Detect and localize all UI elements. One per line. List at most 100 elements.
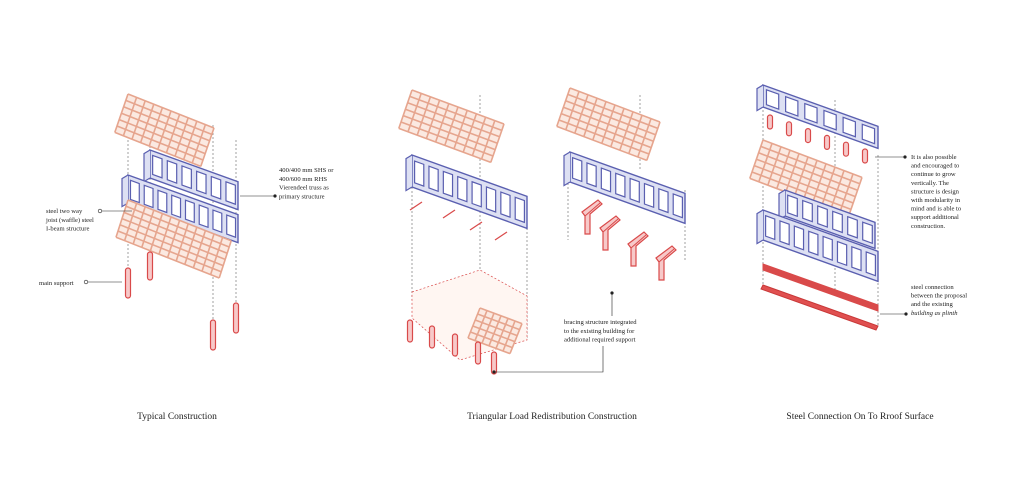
support-column	[209, 319, 217, 351]
joist	[563, 106, 654, 142]
truss-opening	[785, 95, 799, 117]
joist	[402, 114, 496, 151]
truss-opening	[643, 182, 655, 209]
truss-opening	[129, 179, 140, 204]
joist	[470, 331, 513, 349]
joist	[127, 199, 232, 242]
caption-steel-connection: Steel Connection On To Rroof Surface	[786, 411, 933, 422]
bracing-bracket	[599, 215, 621, 251]
plinth-beam	[762, 263, 879, 312]
truss-opening	[672, 193, 684, 219]
truss-opening	[817, 205, 828, 228]
truss-opening	[787, 194, 798, 218]
support-stub	[469, 221, 483, 231]
truss-opening	[184, 199, 195, 224]
truss-opening	[181, 165, 192, 190]
joist	[502, 320, 516, 352]
joist	[467, 337, 511, 355]
leader-dot	[83, 279, 89, 285]
truss-opening	[428, 165, 439, 193]
truss-opening	[457, 175, 468, 203]
annotation-plinth: steel connection between the proposal an…	[911, 284, 969, 317]
truss-opening	[793, 225, 805, 251]
joist	[509, 323, 523, 354]
truss-opening	[779, 220, 790, 246]
truss-opening	[615, 172, 626, 198]
truss-frame	[762, 84, 879, 150]
truss-opening	[226, 214, 237, 239]
truss-opening	[198, 204, 209, 229]
plinth-beam	[760, 263, 879, 331]
joist	[753, 164, 854, 204]
caption-triangular: Triangular Load Redistribution Construct…	[467, 412, 637, 422]
truss-edge	[756, 209, 764, 245]
joist	[118, 118, 206, 155]
joist	[558, 119, 650, 155]
truss-opening	[212, 209, 223, 234]
joist	[121, 112, 208, 148]
joist	[407, 102, 500, 138]
truss-opening	[764, 214, 776, 241]
annotation-main-support: main support	[39, 280, 74, 287]
support-stub	[409, 201, 423, 211]
bracing-bracket	[655, 245, 677, 281]
bracing-strut	[658, 248, 675, 263]
projection-lines	[762, 100, 879, 325]
support-column	[804, 128, 812, 144]
bracing-strut	[584, 202, 601, 217]
joist	[474, 310, 488, 341]
joist	[405, 108, 498, 144]
truss-opening	[485, 186, 497, 213]
truss-opening	[658, 187, 669, 214]
truss-opening	[143, 184, 154, 209]
bracing-structure	[581, 199, 677, 281]
joist	[479, 307, 523, 325]
support-column	[124, 267, 132, 299]
joist	[758, 152, 858, 191]
joist	[115, 236, 220, 279]
joist	[409, 95, 503, 132]
support-column	[490, 351, 498, 375]
truss-opening	[861, 123, 876, 145]
joist	[125, 205, 230, 248]
support-stub	[494, 231, 508, 241]
joist	[495, 318, 509, 349]
joist	[411, 89, 505, 125]
joist	[127, 93, 215, 129]
truss-opening	[500, 191, 511, 219]
waffle-grid	[556, 87, 661, 162]
truss-opening	[862, 221, 873, 245]
annotation-vertical-growth: It is also possible and encouraged to co…	[911, 154, 963, 230]
truss-opening	[804, 102, 818, 124]
truss-edge	[405, 154, 413, 192]
truss-opening	[171, 194, 182, 219]
vierendeel-truss	[121, 149, 239, 244]
truss-opening	[842, 116, 856, 138]
joist	[114, 131, 202, 168]
existing-roof-floor	[411, 269, 528, 361]
joist	[565, 100, 656, 136]
truss-opening	[629, 177, 640, 203]
annotation-waffle: steel two way joist (waffle) steel I-bea…	[45, 208, 96, 233]
support-column	[428, 325, 436, 349]
support-column	[842, 141, 850, 157]
support-column	[861, 148, 869, 164]
joist	[125, 99, 213, 136]
joist	[762, 139, 863, 179]
joist	[560, 112, 652, 149]
truss-opening	[823, 109, 837, 131]
support-column	[451, 333, 459, 357]
annotation-bracing: bracing structure integrated to the exis…	[564, 319, 638, 344]
vierendeel-truss	[756, 189, 879, 283]
truss-opening	[808, 230, 819, 256]
annotation-vierendeel: 400/400 mm SHS or 400/600 mm RHS Vierend…	[279, 167, 335, 200]
truss-opening	[210, 175, 222, 200]
caption-typical: Typical Construction	[137, 412, 217, 422]
joist	[123, 211, 228, 254]
truss-opening	[822, 235, 833, 261]
truss-opening	[514, 196, 526, 224]
joist	[477, 313, 520, 331]
leader-dot	[97, 208, 103, 214]
vierendeel-truss	[756, 84, 879, 164]
